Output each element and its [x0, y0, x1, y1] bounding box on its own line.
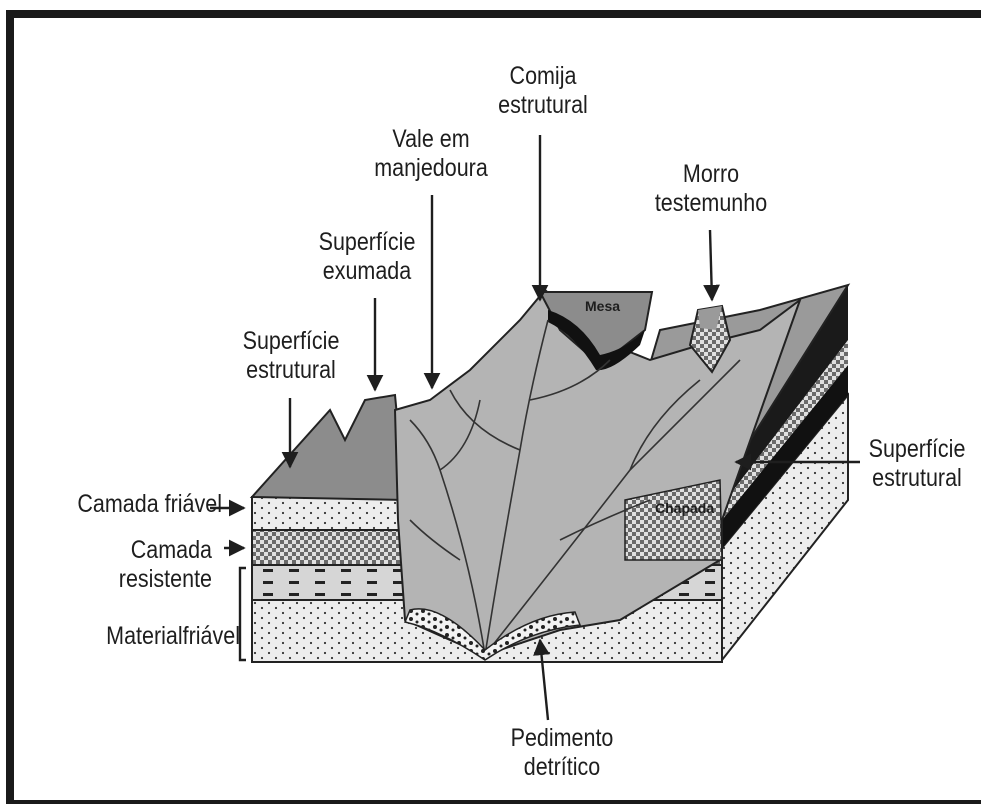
label-morro-testemunho: Morro testemunho [647, 160, 776, 218]
label-superficie-exumada: Superfície exumada [311, 228, 423, 286]
label-pedimento-line1: Pedimento [502, 724, 622, 753]
label-camada-resistente: Camada resistente [83, 536, 212, 594]
label-superficie-estrutural-right: Superfície estrutural [865, 435, 970, 493]
label-estrutural-left-line2: estrutural [235, 356, 347, 385]
label-vale-em-manjedoura: Vale em manjedoura [367, 125, 496, 183]
label-exumada-line1: Superfície [311, 228, 423, 257]
label-morro-line2: testemunho [647, 189, 776, 218]
label-camada-friavel: Camada friável [50, 490, 222, 519]
label-pedimento-detritico: Pedimento detrítico [502, 724, 622, 782]
label-exumada-line2: exumada [311, 257, 423, 286]
label-mesa: Mesa [585, 298, 620, 314]
label-estrutural-left-line1: Superfície [235, 327, 347, 356]
label-chapada: Chapada [655, 500, 714, 516]
label-estrutural-right-line1: Superfície [865, 435, 970, 464]
label-material-friavel: Materialfriável [70, 622, 240, 651]
label-vale-line1: Vale em [367, 125, 496, 154]
label-cornija-line1: Comija [496, 62, 591, 91]
label-cornija-line2: estrutural [496, 91, 591, 120]
label-estrutural-right-line2: estrutural [865, 464, 970, 493]
label-resistente-line2: resistente [83, 565, 212, 594]
label-resistente-line1: Camada [83, 536, 212, 565]
label-cornija-estrutural: Comija estrutural [496, 62, 591, 120]
label-morro-line1: Morro [647, 160, 776, 189]
label-pedimento-line2: detrítico [502, 753, 622, 782]
label-vale-line2: manjedoura [367, 154, 496, 183]
label-superficie-estrutural-left: Superfície estrutural [235, 327, 347, 385]
